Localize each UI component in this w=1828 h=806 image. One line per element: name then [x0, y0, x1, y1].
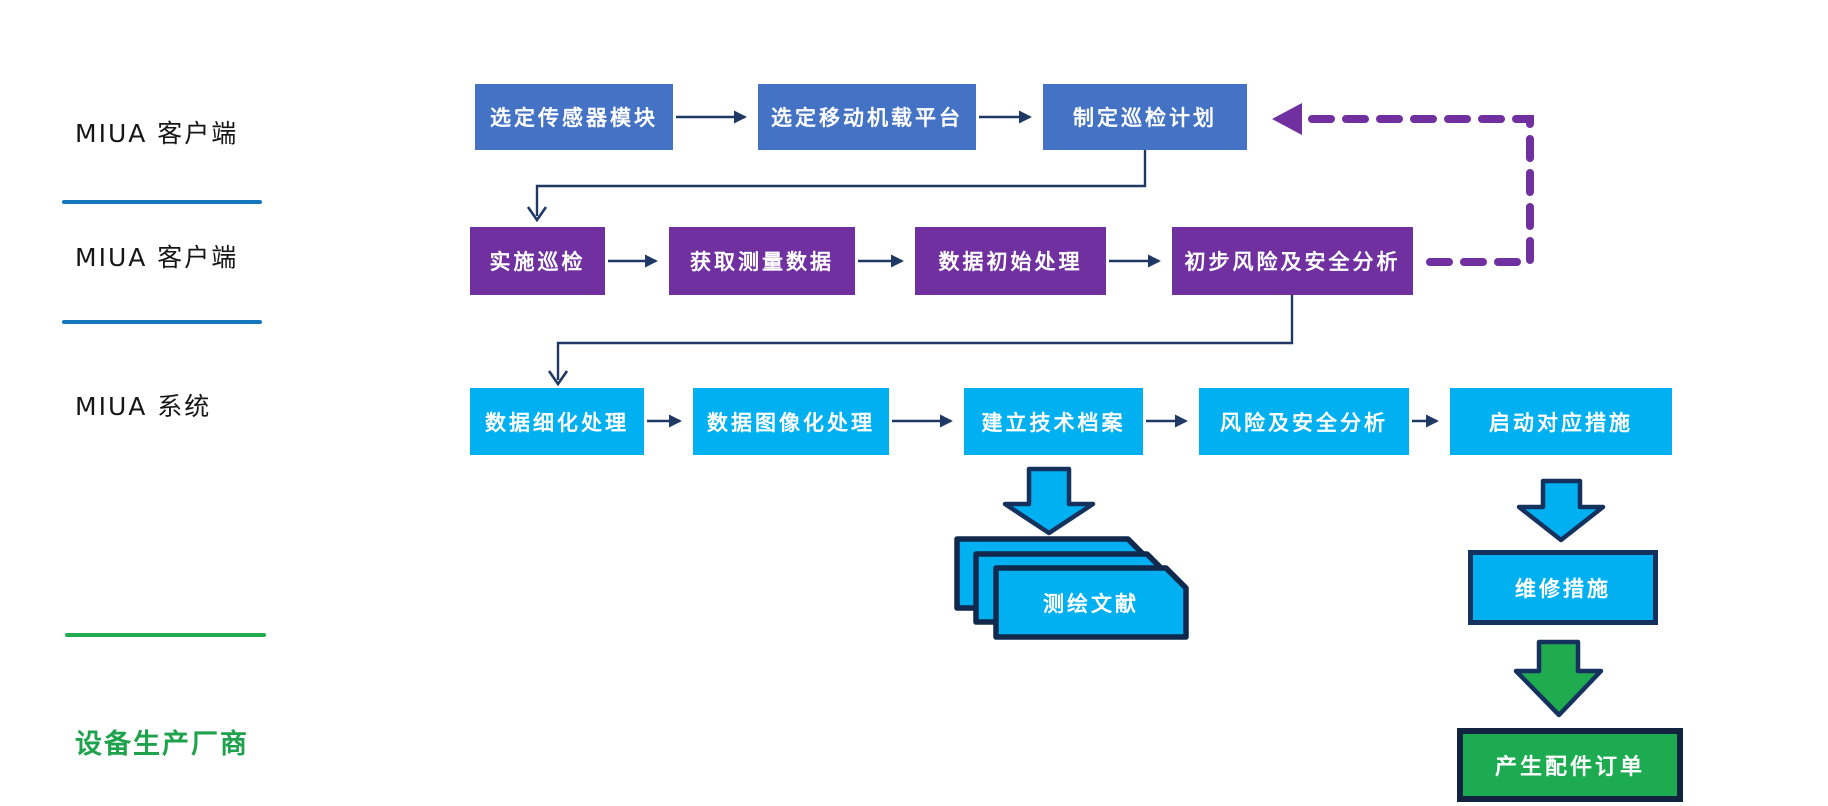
- chevron-down-icon: [547, 370, 569, 387]
- document-shape: [993, 565, 1189, 640]
- repair-measures-box: 维修措施: [1468, 550, 1658, 625]
- parts-order-box: 产生配件订单: [1457, 728, 1683, 802]
- lane-divider: [62, 200, 262, 204]
- lane-label-miua-client-2: MIUA 客户端: [75, 243, 239, 272]
- chevron-down-icon: [526, 206, 548, 223]
- arrow-left-icon: [1272, 103, 1302, 135]
- step-initial-data-processing: 数据初始处理: [915, 227, 1106, 295]
- lane-label-miua-system: MIUA 系统: [75, 392, 212, 421]
- step-execute-inspection: 实施巡检: [470, 227, 605, 295]
- block-arrow-down-icon: [1513, 639, 1604, 718]
- step-select-mobile-platform: 选定移动机载平台: [758, 84, 976, 150]
- lane-divider: [62, 320, 262, 324]
- block-arrow-down-icon: [1516, 478, 1606, 543]
- lane-label-manufacturer: 设备生产厂商: [75, 729, 249, 759]
- step-data-refinement: 数据细化处理: [470, 388, 644, 455]
- elbow-connector-row2-row3: [556, 294, 1294, 380]
- step-create-technical-archive: 建立技术档案: [964, 388, 1143, 455]
- step-data-visualization: 数据图像化处理: [693, 388, 889, 455]
- step-launch-measures: 启动对应措施: [1450, 388, 1672, 455]
- step-make-inspection-plan: 制定巡检计划: [1043, 84, 1247, 150]
- lane-divider: [65, 633, 266, 637]
- lane-label-miua-client-1: MIUA 客户端: [75, 119, 239, 148]
- elbow-connector-row1-row2: [535, 150, 1147, 216]
- feedback-dashed-arrow: [1298, 115, 1534, 266]
- block-arrow-down-icon: [1002, 466, 1096, 536]
- step-preliminary-risk-safety-analysis: 初步风险及安全分析: [1172, 227, 1413, 295]
- step-acquire-measurement-data: 获取测量数据: [669, 227, 855, 295]
- surveying-documents-label: 测绘文献: [1043, 591, 1139, 616]
- step-risk-safety-analysis: 风险及安全分析: [1199, 388, 1409, 455]
- step-select-sensor-module: 选定传感器模块: [475, 84, 673, 150]
